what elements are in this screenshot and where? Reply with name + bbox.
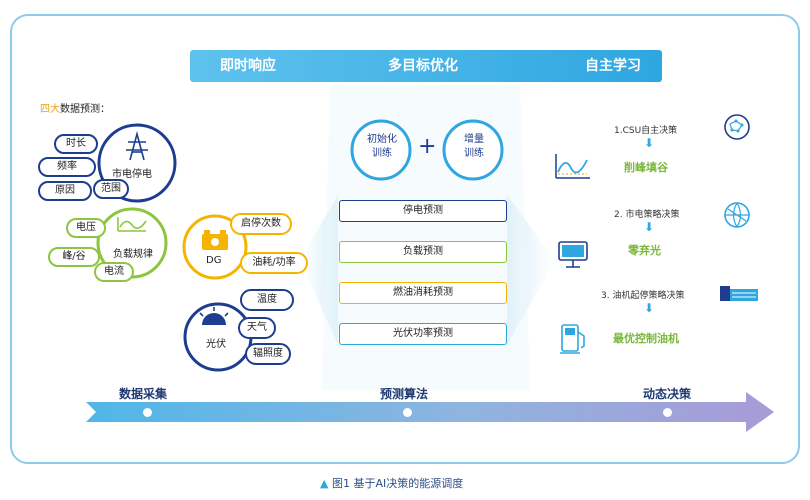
decision-result-3: 最优控制油机 — [613, 332, 679, 345]
peak-chart-icon — [555, 154, 590, 179]
tag-fuel-power: 油耗/功率 — [240, 252, 308, 274]
timeline-arrow — [86, 392, 774, 432]
decision-step-3: 3. 油机起停策略决策 — [601, 291, 685, 301]
plus-sign: + — [418, 134, 437, 159]
grid-outage-label: 市电停电 — [112, 169, 152, 180]
initial-training-label: 初始化 训练 — [367, 134, 397, 159]
tag-start-stop-count: 启停次数 — [230, 213, 292, 235]
globe-network-icon — [724, 202, 750, 228]
load-curve-icon — [117, 217, 147, 232]
prediction-fuel: 燃油消耗预测 — [339, 282, 507, 304]
figure-caption: ▲ 图1 基于AI决策的能源调度 — [320, 475, 463, 491]
figure-caption-text: 图1 基于AI决策的能源调度 — [331, 477, 464, 490]
header-banner: 即时响应 多目标优化 自主学习 — [190, 50, 662, 82]
incremental-training-label: 增量 训练 — [464, 134, 484, 159]
decision-result-2: 零弃光 — [628, 244, 661, 257]
sun-icon — [199, 307, 229, 325]
tag-temperature: 温度 — [240, 289, 294, 311]
prediction-pv-power: 光伏功率预测 — [339, 323, 507, 345]
dg-label: DG — [206, 255, 222, 266]
prediction-outage: 停电预测 — [339, 200, 507, 222]
generator-icon — [202, 230, 228, 250]
stage-data-collection: 数据采集 — [119, 387, 168, 401]
timeline-node — [403, 408, 412, 417]
banner-multi-objective: 多目标优化 — [388, 58, 458, 74]
tag-scope: 范围 — [93, 179, 129, 199]
banner-instant-response: 即时响应 — [220, 58, 276, 74]
training-circles — [350, 119, 504, 181]
arrow-down-icon: ⬇ — [644, 136, 655, 150]
tag-voltage: 电压 — [66, 218, 106, 238]
stage-prediction-algorithm: 预测算法 — [380, 387, 429, 401]
decision-step-1: 1.CSU自主决策 — [614, 126, 678, 136]
timeline-node — [663, 408, 672, 417]
arrow-down-icon: ⬇ — [644, 301, 655, 315]
banner-self-learning: 自主学习 — [585, 58, 641, 74]
triangle-icon: ▲ — [320, 477, 329, 490]
tag-frequency: 频率 — [38, 157, 96, 177]
tag-weather: 天气 — [238, 317, 276, 339]
tag-peak-valley: 峰/谷 — [48, 247, 100, 267]
decision-step-2: 2. 市电策略决策 — [614, 210, 680, 220]
arrow-down-icon: ⬇ — [644, 220, 655, 234]
power-tower-icon — [126, 130, 148, 161]
tag-cause: 原因 — [38, 181, 92, 201]
forecast-title-highlight: 四大 — [40, 104, 60, 115]
forecast-title-rest: 数据预测： — [60, 104, 110, 115]
forecast-title: 四大数据预测： — [40, 100, 110, 115]
solar-panel-icon — [558, 241, 588, 268]
dg-circle — [182, 214, 248, 280]
prediction-load: 负载预测 — [339, 241, 507, 263]
load-pattern-label: 负载规律 — [113, 249, 153, 260]
stage-dynamic-decision: 动态决策 — [643, 387, 692, 401]
tag-duration: 时长 — [54, 134, 98, 154]
fuel-pump-icon — [560, 324, 585, 354]
tag-current: 电流 — [94, 262, 134, 282]
generator-set-icon — [720, 286, 758, 301]
timeline-node — [143, 408, 152, 417]
pv-label: 光伏 — [206, 339, 226, 350]
ai-brain-icon — [724, 114, 750, 140]
decision-result-1: 削峰填谷 — [624, 161, 668, 174]
tag-irradiance: 辐照度 — [245, 343, 291, 365]
